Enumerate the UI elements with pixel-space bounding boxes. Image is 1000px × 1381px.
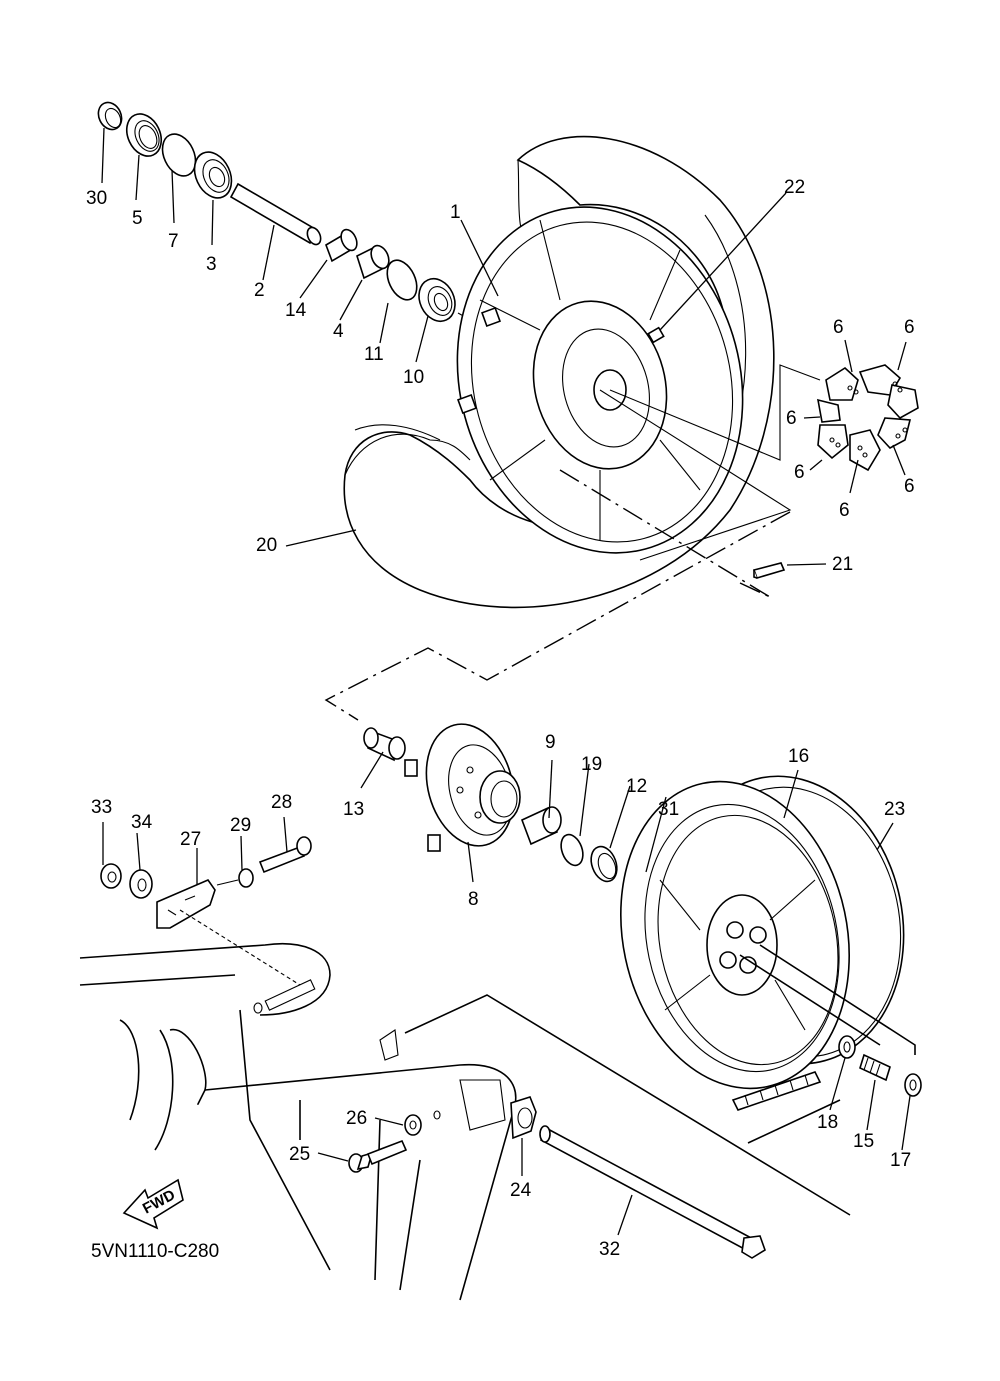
callout-2: 2 bbox=[254, 280, 265, 301]
part-16-pulley bbox=[620, 780, 850, 1090]
callout-4: 4 bbox=[333, 321, 344, 342]
callout-15: 15 bbox=[853, 1131, 874, 1152]
callout-34: 34 bbox=[131, 812, 153, 833]
part-33-nut bbox=[100, 863, 122, 889]
part-8-pulley-hub bbox=[404, 723, 521, 852]
callout-6-top-left: 6 bbox=[833, 317, 844, 338]
part-14-collar bbox=[325, 228, 358, 263]
callout-13: 13 bbox=[343, 799, 364, 820]
balance-weight-leader bbox=[559, 469, 771, 598]
callout-10: 10 bbox=[403, 367, 424, 388]
fwd-direction-arrow: FWD bbox=[122, 1178, 184, 1230]
callout-28: 28 bbox=[271, 792, 292, 813]
callout-5: 5 bbox=[132, 208, 143, 229]
callout-8: 8 bbox=[468, 889, 479, 910]
damper-assembly-leader bbox=[609, 364, 821, 461]
callout-25: 25 bbox=[289, 1144, 310, 1165]
callout-labels: 30 5 7 3 2 14 4 11 10 1 22 20 6 6 6 6 6 … bbox=[86, 177, 915, 1260]
part-11-circlip bbox=[386, 259, 418, 301]
adjuster-centerline bbox=[216, 879, 239, 886]
part-30-oil-seal bbox=[97, 101, 123, 131]
part-22-valve bbox=[647, 326, 665, 344]
part-12-oil-seal bbox=[590, 845, 618, 883]
part-21-balance-weight bbox=[752, 562, 786, 579]
callout-6-top-right: 6 bbox=[904, 317, 915, 338]
callout-32: 32 bbox=[599, 1239, 620, 1260]
weight-bracket bbox=[739, 582, 771, 600]
callout-29: 29 bbox=[230, 815, 251, 836]
part-13-collar bbox=[363, 727, 406, 762]
part-2-spacer-tube bbox=[229, 182, 322, 246]
part-9-needle-bearing bbox=[520, 806, 562, 846]
callout-6-left: 6 bbox=[786, 408, 797, 429]
pulley-teeth-detail bbox=[731, 1071, 822, 1111]
part-19-circlip bbox=[560, 833, 584, 867]
callout-22: 22 bbox=[784, 177, 805, 198]
part-10-bearing bbox=[418, 278, 456, 322]
swingarm-boundary-upper bbox=[404, 994, 851, 1216]
swingarm-frame bbox=[79, 909, 517, 1301]
callout-14: 14 bbox=[285, 300, 307, 321]
part-25-bolt bbox=[348, 1139, 408, 1173]
callout-6-bottom: 6 bbox=[839, 500, 850, 521]
part-5-oil-seal bbox=[125, 113, 163, 157]
callout-leaders bbox=[101, 127, 911, 1236]
part-28-adjusting-bolt bbox=[258, 836, 312, 874]
callout-20: 20 bbox=[256, 535, 277, 556]
part-24-adjuster-plate bbox=[510, 1096, 537, 1140]
callout-12: 12 bbox=[626, 776, 647, 797]
part-18-washer bbox=[838, 1035, 856, 1059]
part-27-adjuster-plate bbox=[156, 879, 216, 929]
callout-11: 11 bbox=[364, 344, 384, 365]
assembly-boundary-line bbox=[324, 511, 791, 721]
callout-24: 24 bbox=[510, 1180, 532, 1201]
callout-31: 31 bbox=[658, 799, 679, 820]
part-3-bearing bbox=[193, 151, 233, 199]
part-1-cast-wheel bbox=[456, 206, 744, 554]
callout-1: 1 bbox=[450, 202, 461, 223]
callout-18: 18 bbox=[817, 1112, 838, 1133]
callout-6-bottom-right: 6 bbox=[904, 476, 915, 497]
hub-leader bbox=[599, 389, 792, 561]
callout-26: 26 bbox=[346, 1108, 367, 1129]
drawing-code: 5VN1110-C280 bbox=[91, 1241, 219, 1262]
callout-23: 23 bbox=[884, 799, 905, 820]
callout-7: 7 bbox=[168, 231, 179, 252]
callout-17: 17 bbox=[890, 1150, 911, 1171]
stud-leader-bracket bbox=[759, 944, 916, 1055]
part-6-damper-set bbox=[816, 364, 919, 472]
part-32-wheel-axle bbox=[539, 1125, 766, 1259]
callout-6-bottom-left: 6 bbox=[794, 462, 805, 483]
callout-21: 21 bbox=[832, 554, 853, 575]
part-34-washer bbox=[129, 869, 153, 899]
callout-9: 9 bbox=[545, 732, 556, 753]
callout-16: 16 bbox=[788, 746, 809, 767]
swingarm-boundary-lower bbox=[747, 1099, 841, 1144]
stud-leader bbox=[739, 954, 881, 1046]
callout-30: 30 bbox=[86, 188, 107, 209]
part-17-nut bbox=[904, 1073, 922, 1097]
part-20-tire bbox=[343, 135, 775, 609]
callout-33: 33 bbox=[91, 797, 112, 818]
part-29-nut bbox=[238, 868, 254, 888]
callout-27: 27 bbox=[180, 829, 201, 850]
part-26-nut bbox=[404, 1114, 422, 1136]
part-4-needle-bearing bbox=[356, 244, 390, 280]
callout-19: 19 bbox=[581, 754, 602, 775]
callout-3: 3 bbox=[206, 254, 217, 275]
part-15-stud-bolt bbox=[859, 1053, 891, 1082]
part-7-circlip bbox=[161, 133, 197, 177]
